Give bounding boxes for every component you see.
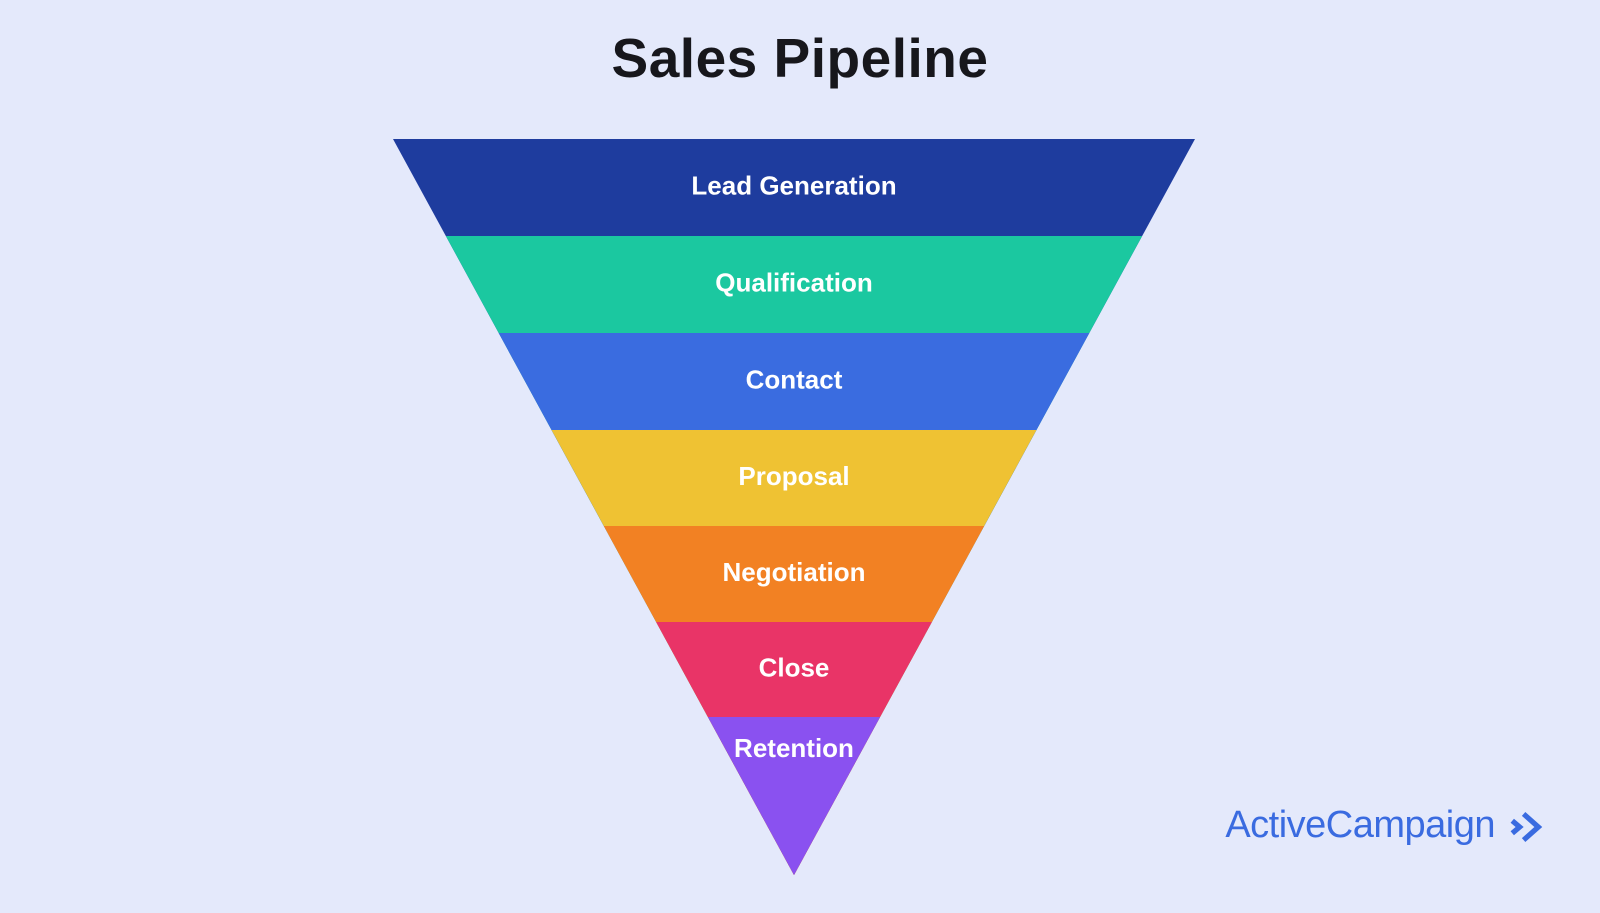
funnel-stage-label-negotiation: Negotiation xyxy=(723,557,866,587)
funnel-stage-label-close: Close xyxy=(759,653,830,683)
double-chevron-right-icon xyxy=(1510,812,1543,842)
brand-logo-text: ActiveCampaign xyxy=(1225,804,1495,846)
funnel-stage-label-retention: Retention xyxy=(734,733,854,763)
funnel-stage-label-qualification: Qualification xyxy=(715,268,872,298)
funnel-stage-retention xyxy=(707,717,881,875)
funnel-stage-label-lead-generation: Lead Generation xyxy=(691,171,896,201)
brand-logo: ActiveCampaign xyxy=(1225,804,1548,847)
funnel-stage-label-contact: Contact xyxy=(746,365,843,395)
page-title: Sales Pipeline xyxy=(611,27,989,89)
funnel-stage-label-proposal: Proposal xyxy=(738,461,849,491)
